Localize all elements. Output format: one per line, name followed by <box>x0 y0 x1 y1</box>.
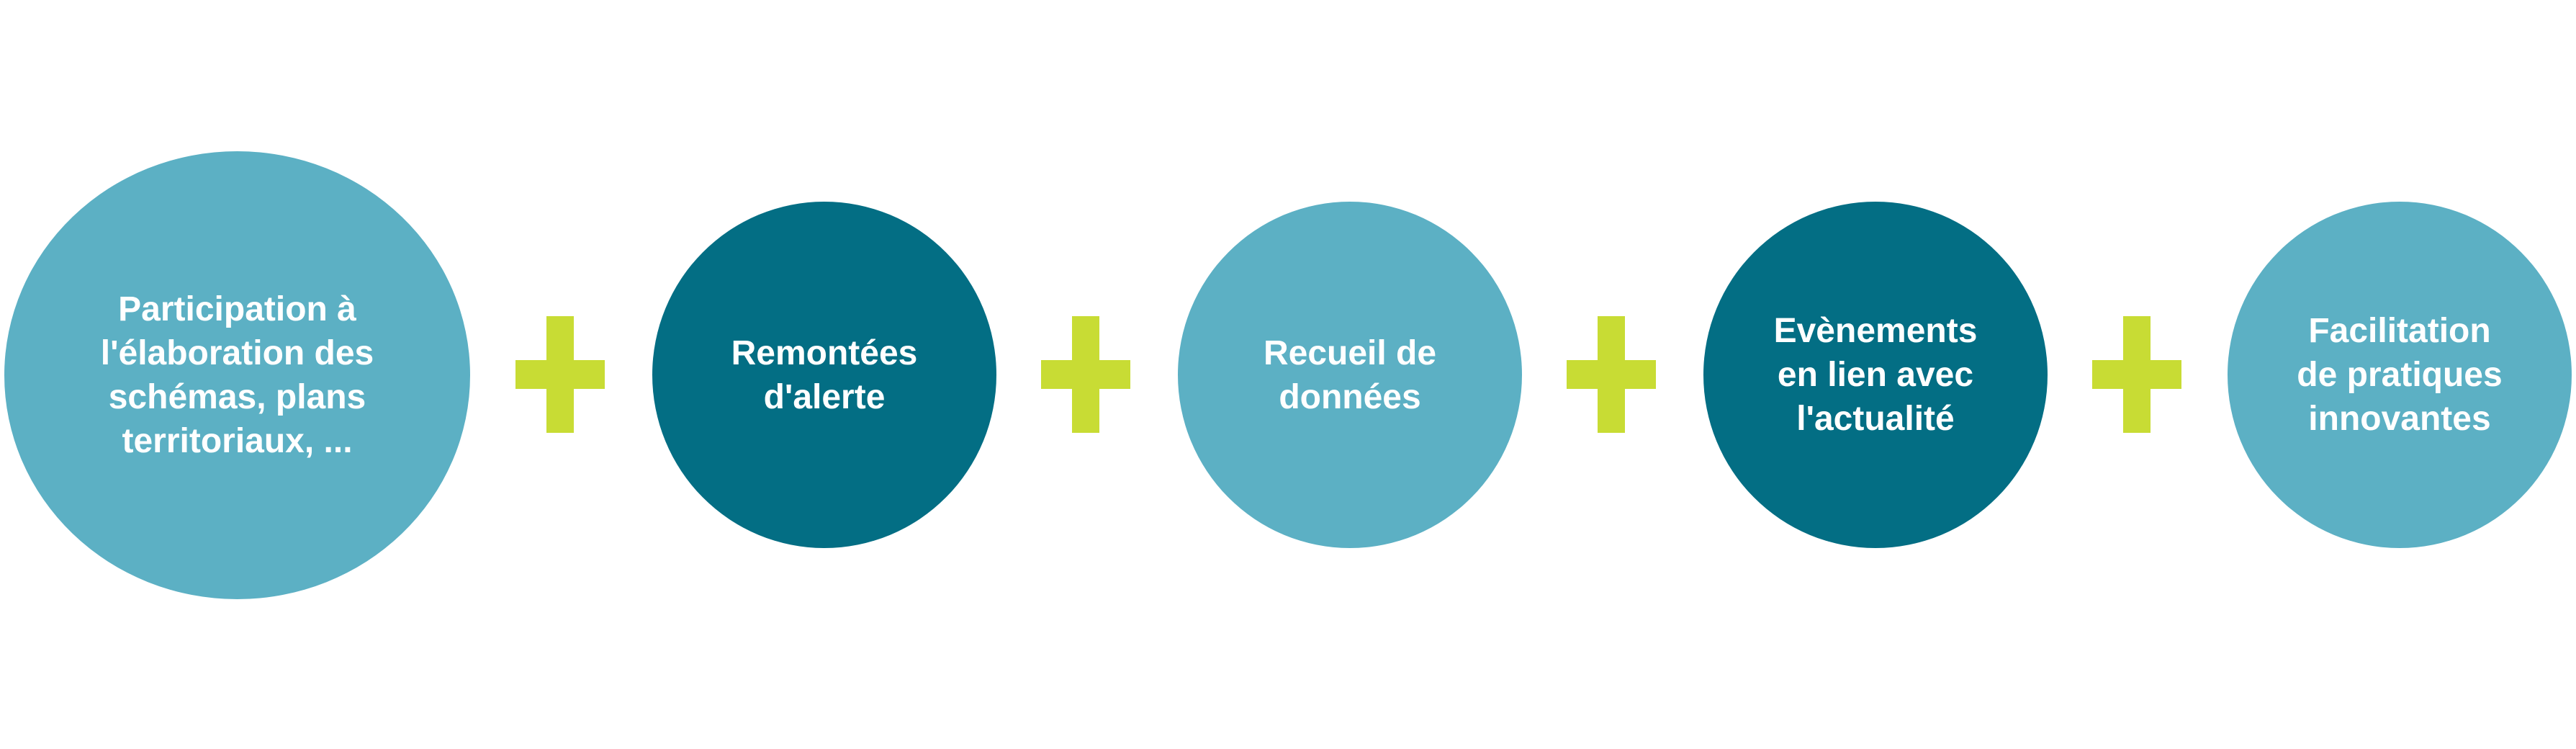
node-facilitation-pratiques: Facilitation de pratiques innovantes <box>2228 202 2572 548</box>
node-recueil-donnees: Recueil de données <box>1178 202 1522 548</box>
node-label: Evènements en lien avec l'actualité <box>1773 312 1978 438</box>
node-label: Recueil de données <box>1263 333 1437 416</box>
node-label: Participation à l'élaboration des schéma… <box>100 290 374 460</box>
node-participation: Participation à l'élaboration des schéma… <box>4 151 470 599</box>
plus-icon <box>1041 316 1130 433</box>
plus-icon <box>1567 316 1656 433</box>
plus-icon <box>515 316 605 433</box>
plus-icon <box>2092 316 2181 433</box>
node-label: Remontées d'alerte <box>731 333 918 416</box>
node-evenements-actualite: Evènements en lien avec l'actualité <box>1703 202 2048 548</box>
node-remontees-alerte: Remontées d'alerte <box>652 202 996 548</box>
node-label: Facilitation de pratiques innovantes <box>2297 312 2503 438</box>
